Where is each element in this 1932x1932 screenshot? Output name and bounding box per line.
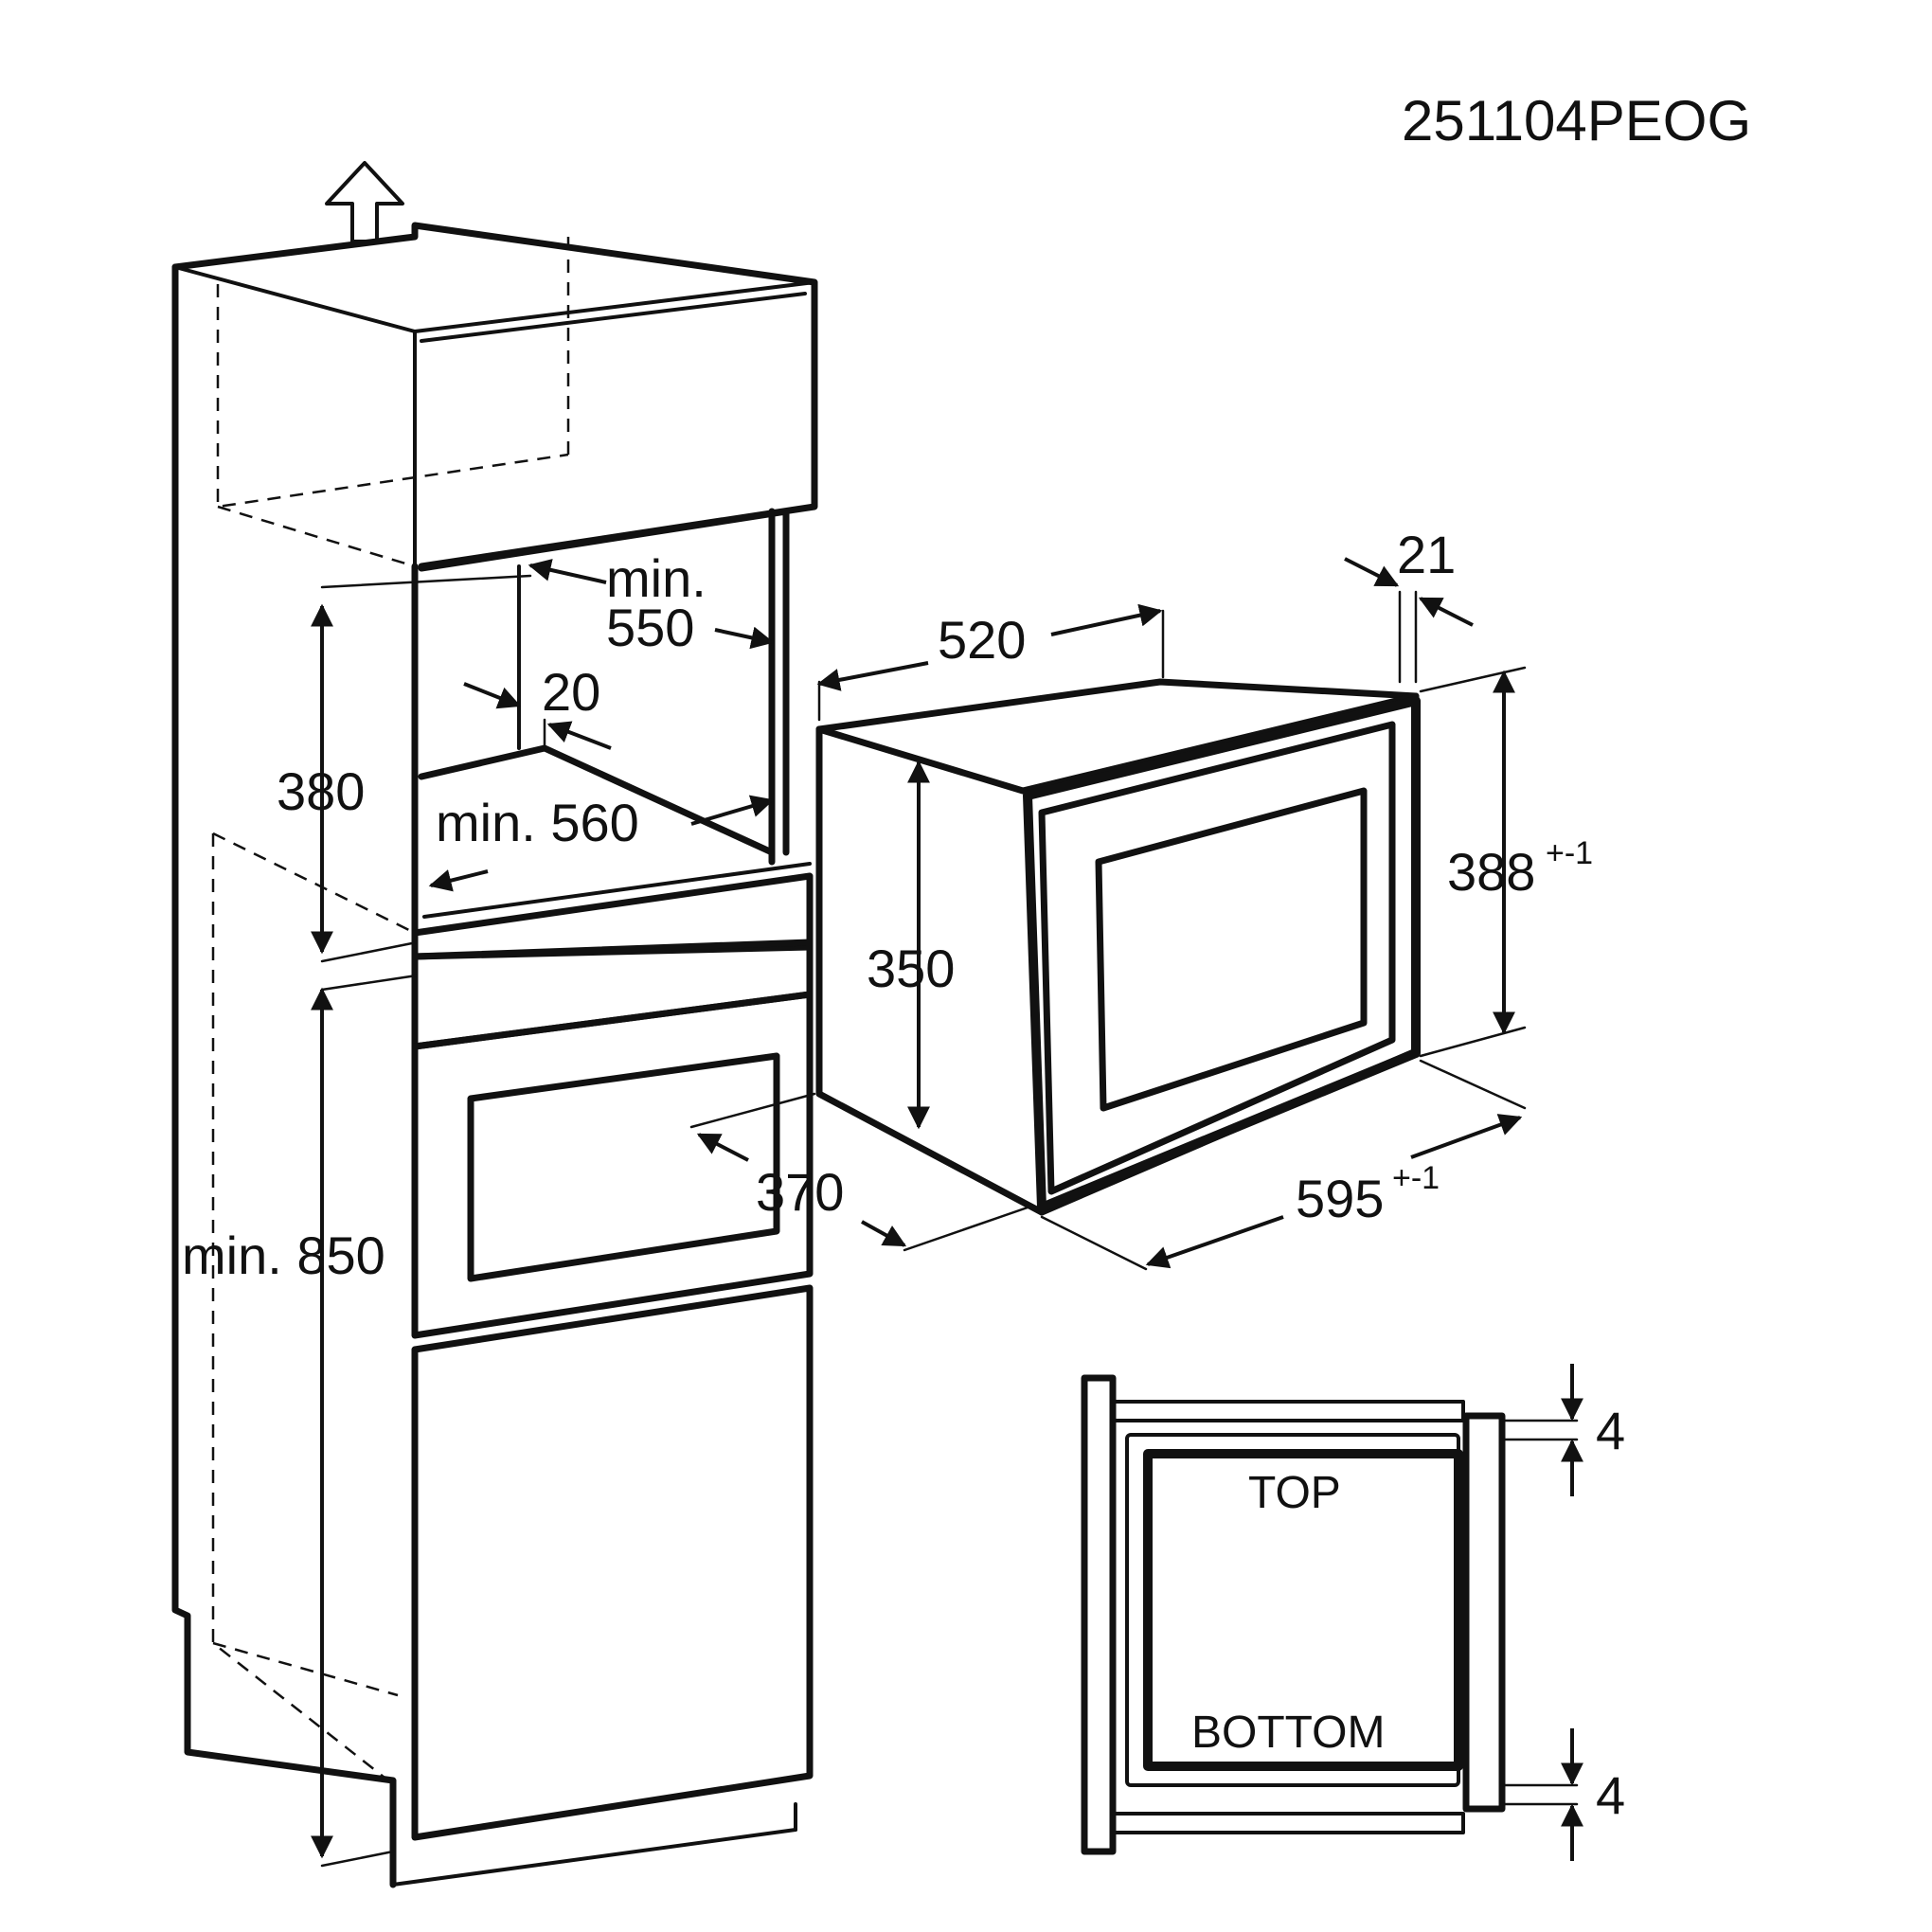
label-min-550-line1: min. [606,548,707,608]
label-width-595: 595 [1296,1169,1384,1228]
label-min-550-line2: 550 [606,598,694,657]
label-depth-370: 370 [756,1162,844,1222]
label-height-350: 350 [867,939,955,998]
cabinet [171,222,818,1888]
label-bottom: BOTTOM [1191,1708,1385,1758]
label-height-min-850: min. 850 [182,1225,385,1285]
label-depth-min-560: min. 560 [436,793,639,852]
label-gap-bottom-4: 4 [1596,1765,1625,1825]
label-width-520: 520 [938,610,1026,670]
label-height-388-tolerance: +-1 [1546,835,1593,871]
ventilation-arrow-icon [325,161,404,243]
label-width-595-tolerance: +-1 [1392,1160,1440,1196]
label-height-380: 380 [277,761,365,821]
label-height-388: 388 [1447,842,1535,902]
label-gap-20: 20 [542,662,600,722]
frame-detail [1081,1374,1579,1855]
label-frame-21: 21 [1397,525,1456,584]
label-top: TOP [1248,1468,1341,1518]
label-gap-top-4: 4 [1596,1401,1625,1460]
drawing-code: 251104PEOG [1402,89,1751,152]
dimension-lines [311,557,1583,1868]
appliance [815,678,1421,1216]
